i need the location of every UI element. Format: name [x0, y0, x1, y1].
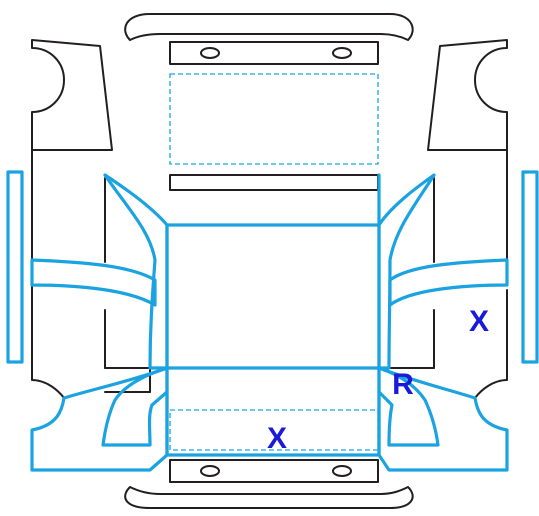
- roof-panel[interactable]: [165, 223, 381, 370]
- rear-plate: [169, 459, 379, 483]
- left-rear-quarter[interactable]: [30, 366, 169, 472]
- front-plate: [169, 41, 379, 65]
- front-bumper: [124, 13, 414, 41]
- windshield: [169, 73, 379, 165]
- right-rear-door[interactable]: [377, 366, 440, 447]
- right-front-door[interactable]: [377, 173, 436, 370]
- mark-rear: X: [267, 422, 287, 455]
- mark-right-side: X: [469, 305, 489, 338]
- body-panels: [6, 170, 539, 472]
- right-side-strip[interactable]: [521, 170, 539, 364]
- left-body-outline: [31, 39, 113, 151]
- right-body-outline: [427, 39, 508, 151]
- right-rear-quarter[interactable]: [377, 366, 509, 472]
- rear-bumper: [124, 486, 414, 509]
- left-rear-door[interactable]: [101, 366, 169, 447]
- mark-right-rear-door: R: [392, 368, 414, 401]
- left-side-strip[interactable]: [6, 170, 24, 364]
- left-front-door[interactable]: [103, 173, 169, 370]
